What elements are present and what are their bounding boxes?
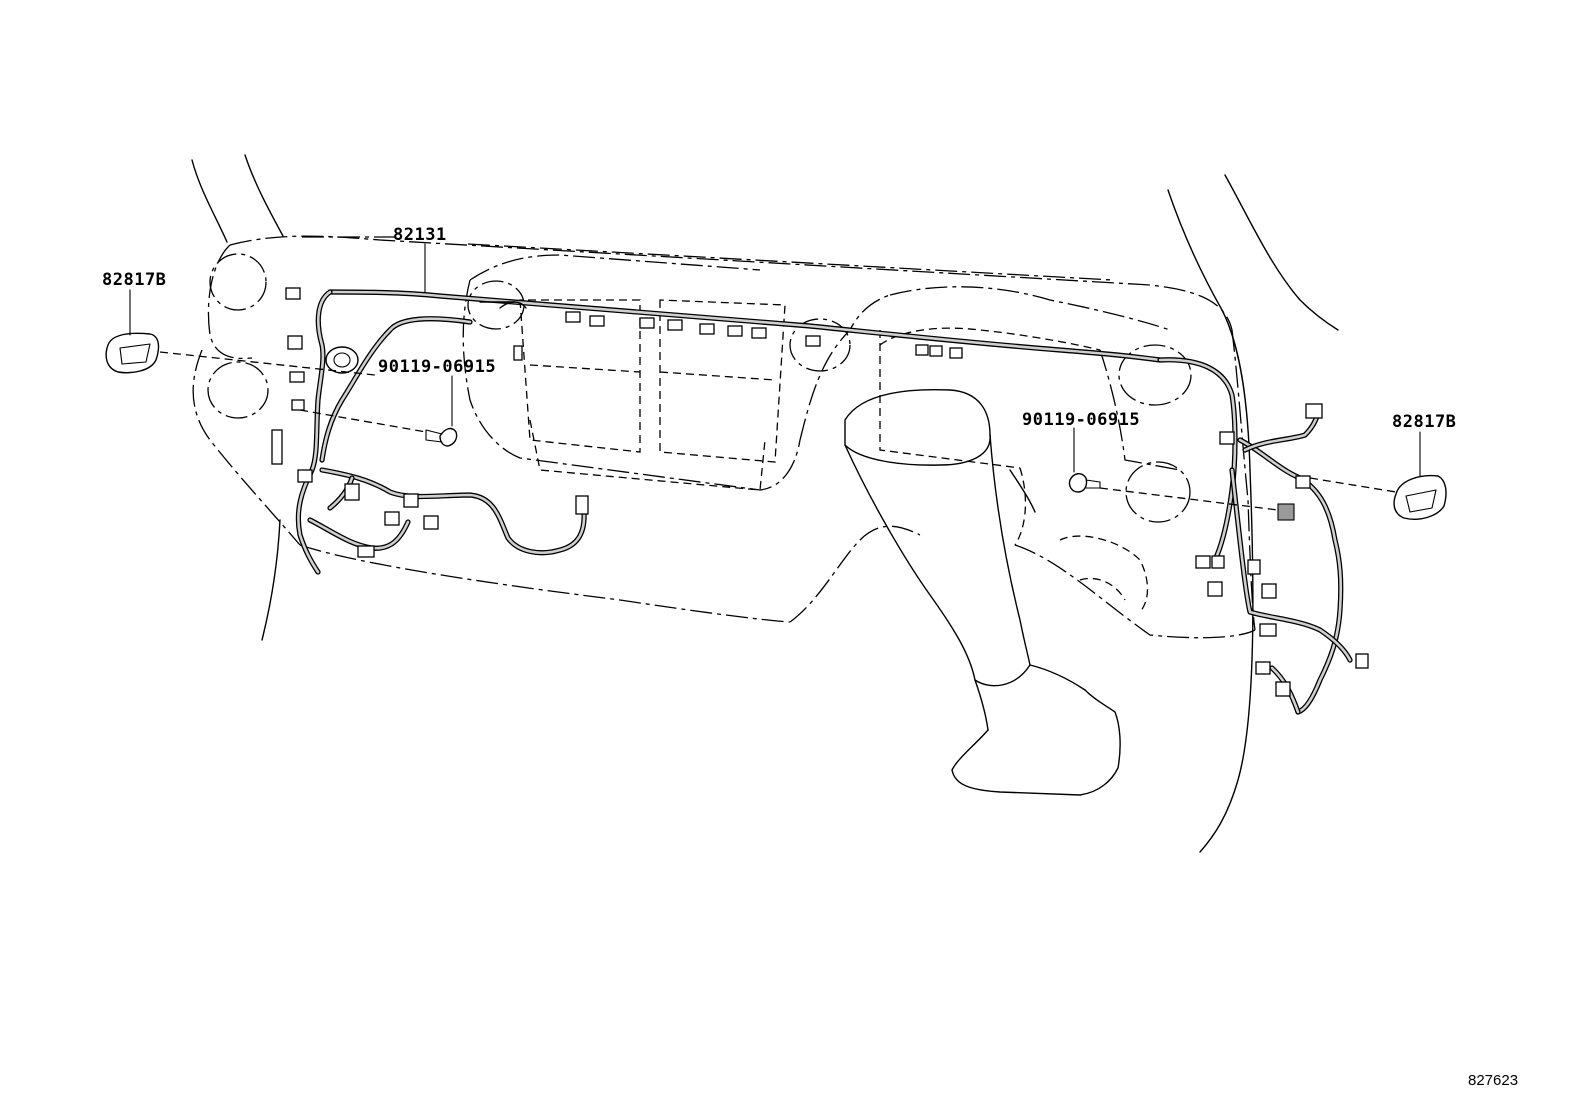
label-82131: 82131	[393, 225, 447, 245]
clip-right-82817B	[1393, 474, 1447, 520]
label-90119-06915-right: 90119-06915	[1022, 410, 1141, 430]
body-outline	[191, 154, 1339, 853]
label-82817B-right: 82817B	[1392, 412, 1457, 432]
dashboard-outline	[192, 235, 1256, 639]
leader-lines	[129, 236, 1421, 511]
clip-left-82817B	[105, 332, 160, 374]
steering-column	[844, 388, 1121, 796]
figure-number: 827623	[1468, 1072, 1519, 1089]
bolt-left-90119-06915	[425, 427, 458, 447]
wire-harness-82131	[295, 289, 1353, 715]
air-vents	[207, 253, 1192, 523]
harness-connectors	[271, 287, 1369, 697]
bolt-right-90119-06915	[1068, 473, 1101, 493]
label-82817B-left: 82817B	[102, 270, 167, 290]
label-90119-06915-left: 90119-06915	[378, 357, 497, 377]
